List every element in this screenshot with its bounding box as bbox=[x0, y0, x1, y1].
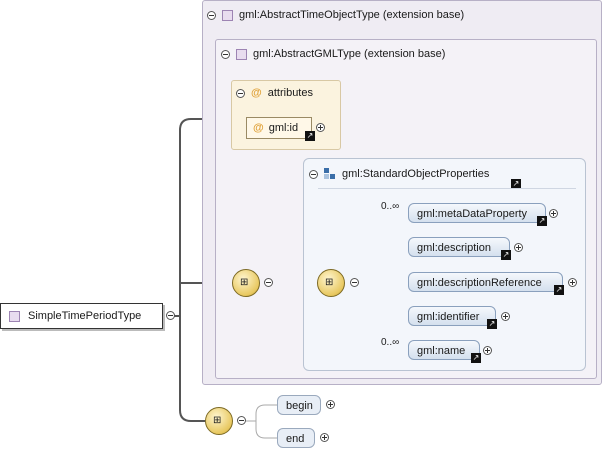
element-label: gml:descriptionReference bbox=[417, 277, 542, 289]
minus-circle-icon[interactable] bbox=[236, 88, 245, 98]
element-label: gml:identifier bbox=[417, 311, 480, 323]
reference-arrow-icon: ↗ bbox=[305, 131, 315, 141]
complex-type-icon bbox=[236, 48, 247, 60]
element-label: gml:name bbox=[417, 345, 466, 357]
minus-circle-icon[interactable] bbox=[237, 416, 246, 425]
minus-circle-icon[interactable] bbox=[166, 311, 175, 320]
element-label: end bbox=[286, 433, 305, 445]
element-label: gml:description bbox=[417, 242, 491, 254]
sequence-compositor-icon[interactable]: ⊞ bbox=[232, 269, 260, 297]
plus-circle-icon[interactable] bbox=[326, 400, 335, 409]
plus-circle-icon[interactable] bbox=[514, 243, 523, 252]
reference-arrow-icon: ↗ bbox=[554, 285, 564, 295]
group-icon bbox=[324, 168, 336, 180]
attribute-at-icon: @ bbox=[253, 122, 264, 134]
reference-arrow-icon: ↗ bbox=[501, 250, 511, 260]
minus-circle-icon[interactable] bbox=[207, 10, 216, 20]
minus-circle-icon[interactable] bbox=[350, 278, 359, 287]
plus-circle-icon[interactable] bbox=[483, 346, 492, 355]
reference-arrow-icon: ↗ bbox=[537, 216, 547, 226]
root-label: SimpleTimePeriodType bbox=[28, 310, 142, 322]
element-identifier[interactable]: gml:identifier bbox=[408, 306, 496, 326]
group-header: gml:StandardObjectProperties bbox=[309, 168, 489, 180]
attributes-label: attributes bbox=[267, 87, 313, 99]
cardinality-label: 0..∞ bbox=[381, 201, 400, 212]
group-label: gml:StandardObjectProperties bbox=[342, 168, 490, 180]
minus-circle-icon[interactable] bbox=[309, 169, 318, 179]
extension-label: gml:AbstractTimeObjectType (extension ba… bbox=[239, 9, 465, 21]
complex-type-icon bbox=[222, 9, 233, 21]
reference-arrow-icon: ↗ bbox=[487, 319, 497, 329]
element-label: gml:metaDataProperty bbox=[417, 208, 528, 220]
group-divider bbox=[318, 188, 576, 189]
attribute-at-icon: @ bbox=[251, 87, 262, 99]
extension-header-abstract-gml: gml:AbstractGMLType (extension base) bbox=[221, 48, 445, 60]
sequence-compositor-icon[interactable]: ⊞ bbox=[205, 407, 233, 435]
attributes-header: @ attributes bbox=[236, 87, 313, 99]
extension-header-abstract-time-object: gml:AbstractTimeObjectType (extension ba… bbox=[207, 9, 464, 21]
element-name[interactable]: gml:name bbox=[408, 340, 480, 360]
group-box-standard-object-properties bbox=[303, 158, 586, 371]
minus-circle-icon[interactable] bbox=[221, 49, 230, 59]
reference-arrow-icon: ↗ bbox=[511, 179, 521, 189]
element-metadata-property[interactable]: gml:metaDataProperty bbox=[408, 203, 546, 223]
cardinality-label: 0..∞ bbox=[381, 337, 400, 348]
element-description-reference[interactable]: gml:descriptionReference bbox=[408, 272, 563, 292]
plus-circle-icon[interactable] bbox=[501, 312, 510, 321]
sequence-compositor-icon[interactable]: ⊞ bbox=[317, 269, 345, 297]
extension-label: gml:AbstractGMLType (extension base) bbox=[253, 48, 446, 60]
element-begin[interactable]: begin bbox=[277, 395, 321, 415]
plus-circle-icon[interactable] bbox=[568, 278, 577, 287]
plus-circle-icon[interactable] bbox=[320, 433, 329, 442]
root-complex-type[interactable]: SimpleTimePeriodType bbox=[0, 303, 163, 329]
reference-arrow-icon: ↗ bbox=[471, 353, 481, 363]
complex-type-icon bbox=[9, 310, 20, 322]
element-label: begin bbox=[286, 400, 313, 412]
plus-circle-icon[interactable] bbox=[549, 209, 558, 218]
element-description[interactable]: gml:description bbox=[408, 237, 510, 257]
attribute-name: gml:id bbox=[268, 122, 299, 134]
element-end[interactable]: end bbox=[277, 428, 315, 448]
minus-circle-icon[interactable] bbox=[264, 278, 273, 287]
plus-circle-icon[interactable] bbox=[316, 123, 325, 132]
attribute-gml-id[interactable]: @ gml:id bbox=[246, 117, 312, 139]
